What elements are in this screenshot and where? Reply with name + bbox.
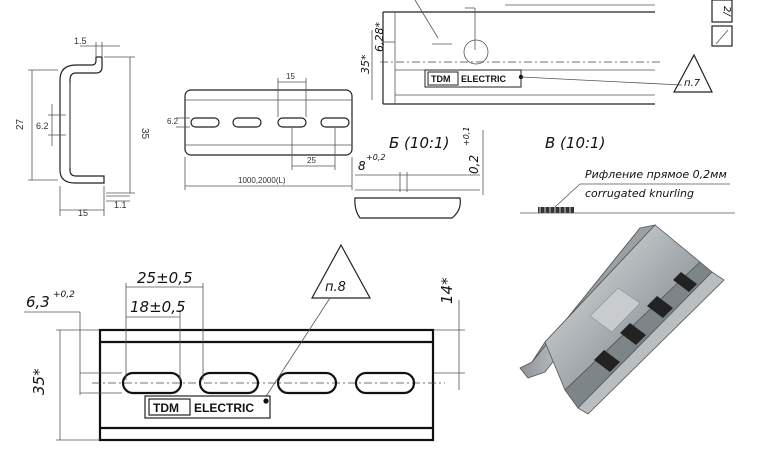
section-b-dim2-tol: +0,1 (462, 127, 471, 146)
profile-dim-1-1: 1.1 (114, 200, 127, 210)
large-dim-18: 18±0,5 (130, 298, 186, 316)
large-slot-3 (276, 371, 338, 395)
large-dim-6-3: 6,3 (26, 293, 50, 311)
note-triangle-7 (672, 53, 713, 93)
section-b-title: Б (10:1) (389, 134, 449, 152)
detail-logo-electric: ELECTRIC (461, 74, 507, 84)
rail-top-view: 15 6.2 25 1000,2000(L) (167, 72, 353, 190)
corner-box (711, 0, 733, 23)
large-view: 25±0,5 18±0,5 6,3 +0,2 35* 14* п.8 TDM E… (24, 243, 465, 442)
profile-outline (59, 56, 105, 184)
section-b-dim2: 0,2 (467, 155, 481, 174)
rail-slot-2 (232, 117, 262, 128)
large-logo-electric: ELECTRIC (194, 401, 254, 415)
rail-dim-6-2: 6.2 (167, 117, 179, 126)
note-triangle-8 (310, 243, 372, 299)
profile-dim-15: 15 (78, 208, 88, 218)
section-v-note-ru: Рифление прямое 0,2мм (585, 168, 727, 181)
corner-text: 2/ (721, 6, 732, 17)
rail-outline (184, 89, 353, 156)
large-dim-35: 35* (30, 368, 48, 395)
rail-slot-1 (190, 117, 220, 128)
din-rail-photo (519, 224, 725, 415)
large-slot-1 (121, 371, 183, 395)
profile-view: 1.5 27 6.2 35 15 1.1 (15, 36, 150, 218)
section-b-dim1: 8 (358, 159, 366, 173)
knurling-pattern (538, 207, 574, 213)
section-v-note-en: corrugated knurling (585, 187, 694, 200)
detail-circle-marker (463, 39, 489, 65)
large-dim-14: 14* (438, 277, 456, 304)
rail-dim-25: 25 (307, 156, 316, 165)
profile-dim-35: 35 (139, 128, 150, 140)
detail-panel: 6,28* 35* TDM ELECTRIC п.7 2/ Б (10:1) 8… (354, 0, 735, 219)
large-slot-2 (198, 371, 260, 395)
profile-dim-27: 27 (15, 118, 26, 130)
profile-dim-top: 1.5 (74, 36, 87, 46)
section-b-dim1-tol: +0,2 (366, 153, 385, 162)
large-rail-outline (98, 328, 435, 442)
large-dim-25: 25±0,5 (137, 269, 193, 287)
detail-note-ref: п.7 (684, 78, 701, 89)
rail-dim-length: 1000,2000(L) (238, 176, 286, 185)
large-note-ref: п.8 (325, 280, 346, 295)
large-slot-4 (354, 371, 416, 395)
detail-logo-tdm: TDM (431, 74, 451, 84)
rail-slot-4 (320, 117, 350, 128)
rail-slot-3 (277, 117, 307, 128)
detail-dim-35: 35* (359, 54, 372, 74)
detail-dim-6-28: 6,28* (373, 22, 386, 52)
rail-dim-15: 15 (286, 72, 295, 81)
large-logo: TDM ELECTRIC (144, 395, 271, 419)
large-dim-6-3-tol: +0,2 (53, 290, 75, 300)
section-v-title: В (10:1) (545, 134, 605, 152)
large-logo-tdm: TDM (153, 401, 179, 415)
profile-dim-6-2: 6.2 (36, 121, 49, 131)
detail-logo: TDM ELECTRIC (424, 69, 524, 88)
